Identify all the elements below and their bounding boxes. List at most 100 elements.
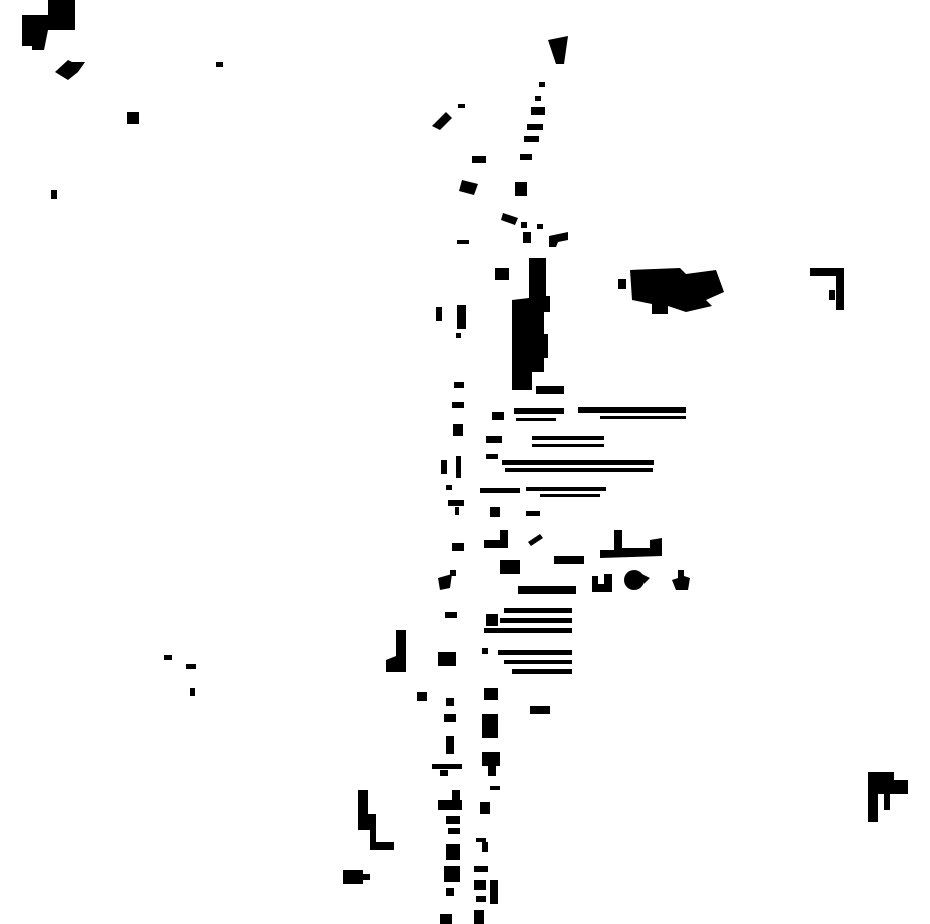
building [450, 570, 456, 576]
building [474, 910, 484, 924]
building [539, 82, 545, 87]
building [216, 62, 223, 67]
building [532, 436, 604, 440]
building [453, 424, 463, 436]
building [457, 240, 469, 244]
building [512, 669, 572, 674]
building [432, 112, 452, 130]
building [486, 454, 498, 459]
building [482, 714, 498, 738]
building [55, 60, 85, 80]
building [448, 828, 460, 834]
building [829, 290, 835, 300]
building [446, 844, 460, 860]
building [190, 688, 195, 696]
building [810, 268, 844, 310]
building [554, 556, 584, 564]
building [500, 560, 520, 574]
building [490, 507, 500, 517]
building [432, 764, 462, 769]
building [474, 866, 488, 872]
building [438, 574, 452, 590]
building [454, 382, 464, 388]
building [445, 612, 457, 618]
building [446, 485, 452, 490]
building [343, 870, 363, 884]
building [438, 652, 456, 666]
building [444, 866, 460, 882]
building [474, 880, 486, 890]
building [446, 816, 460, 824]
building [527, 124, 543, 130]
building [502, 460, 654, 465]
building [486, 614, 498, 626]
building [514, 408, 564, 414]
building [417, 692, 427, 701]
building [438, 800, 462, 810]
building [458, 104, 465, 108]
building [51, 190, 57, 199]
building [512, 258, 550, 390]
building [495, 268, 509, 280]
building [456, 456, 461, 478]
building [446, 888, 454, 896]
building [358, 790, 394, 850]
building [448, 500, 464, 506]
building [486, 436, 502, 443]
building [537, 224, 543, 229]
building [672, 570, 690, 590]
building [456, 333, 461, 338]
building [22, 0, 75, 50]
building [531, 107, 545, 115]
building [600, 530, 662, 558]
building [480, 802, 490, 814]
building [532, 444, 604, 447]
building [524, 136, 539, 142]
building [528, 534, 543, 546]
building [476, 838, 486, 842]
building [484, 628, 572, 633]
building [362, 874, 370, 880]
building [868, 772, 908, 822]
building [446, 698, 454, 706]
building [501, 213, 518, 225]
building [592, 574, 612, 592]
building [444, 714, 456, 722]
building [455, 507, 459, 515]
building [505, 468, 653, 472]
building [459, 180, 478, 195]
building [500, 618, 572, 623]
building [530, 706, 550, 714]
building [630, 268, 724, 314]
building [488, 766, 496, 776]
building [642, 574, 650, 584]
buildings-layer [22, 0, 908, 924]
building [523, 232, 531, 243]
building [446, 736, 454, 754]
building [535, 96, 541, 101]
building [492, 412, 504, 420]
building [386, 630, 406, 672]
building [600, 416, 686, 419]
building [186, 664, 196, 669]
building [452, 790, 460, 810]
building [127, 112, 139, 124]
building [484, 530, 508, 548]
building [484, 688, 498, 700]
building [526, 487, 606, 491]
building [520, 154, 532, 160]
building [476, 896, 486, 902]
building [440, 914, 452, 924]
building [578, 407, 686, 413]
building [515, 182, 527, 196]
building [540, 494, 600, 497]
building [504, 660, 572, 664]
building [490, 786, 500, 790]
building [624, 570, 644, 590]
building [518, 586, 576, 594]
building [452, 402, 464, 408]
building [472, 156, 486, 163]
building [490, 880, 498, 904]
building [521, 222, 527, 228]
